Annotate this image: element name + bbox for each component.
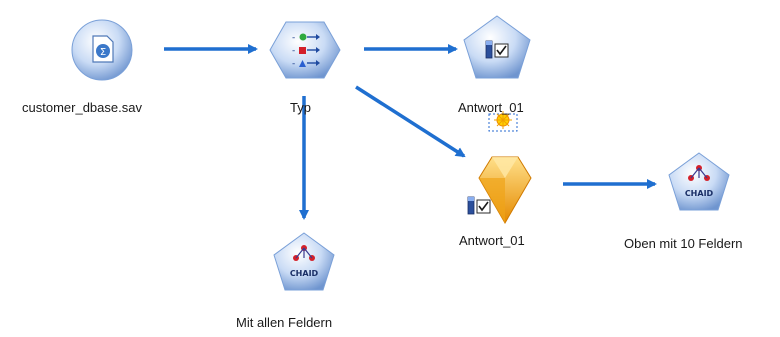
svg-text:Σ: Σ xyxy=(100,47,106,58)
chaid-left-node[interactable]: CHAID xyxy=(273,232,335,291)
link-type-gem[interactable] xyxy=(355,85,466,158)
type-node-icon: - - - xyxy=(292,33,320,69)
chaid-icon: CHAID xyxy=(290,245,319,278)
model-top-node[interactable] xyxy=(463,15,531,79)
type-node[interactable]: - - - xyxy=(269,21,341,79)
gem-model-node-label: Antwort_01 xyxy=(459,233,525,248)
source-node-label: customer_dbase.sav xyxy=(22,100,142,115)
source-node[interactable]: Σ xyxy=(71,19,133,81)
chaid-right-node-label: Oben mit 10 Feldern xyxy=(624,236,743,251)
statistics-file-icon: Σ xyxy=(92,35,114,63)
model-nugget-icon xyxy=(485,40,509,59)
svg-text:-: - xyxy=(292,33,295,43)
gem-model-node[interactable] xyxy=(467,156,532,224)
chaid-right-text: CHAID xyxy=(685,189,714,198)
svg-text:-: - xyxy=(292,59,295,69)
svg-text:-: - xyxy=(292,46,295,56)
type-node-label: Typ xyxy=(290,100,311,115)
gem-model-icon xyxy=(467,196,491,215)
chaid-icon: CHAID xyxy=(685,165,714,198)
chaid-left-text: CHAID xyxy=(290,269,319,278)
chaid-left-node-label: Mit allen Feldern xyxy=(236,315,333,330)
model-top-node-label: Antwort_01 xyxy=(458,100,524,115)
chaid-right-node[interactable]: CHAID xyxy=(668,152,730,211)
model-selection-marker xyxy=(488,111,518,132)
